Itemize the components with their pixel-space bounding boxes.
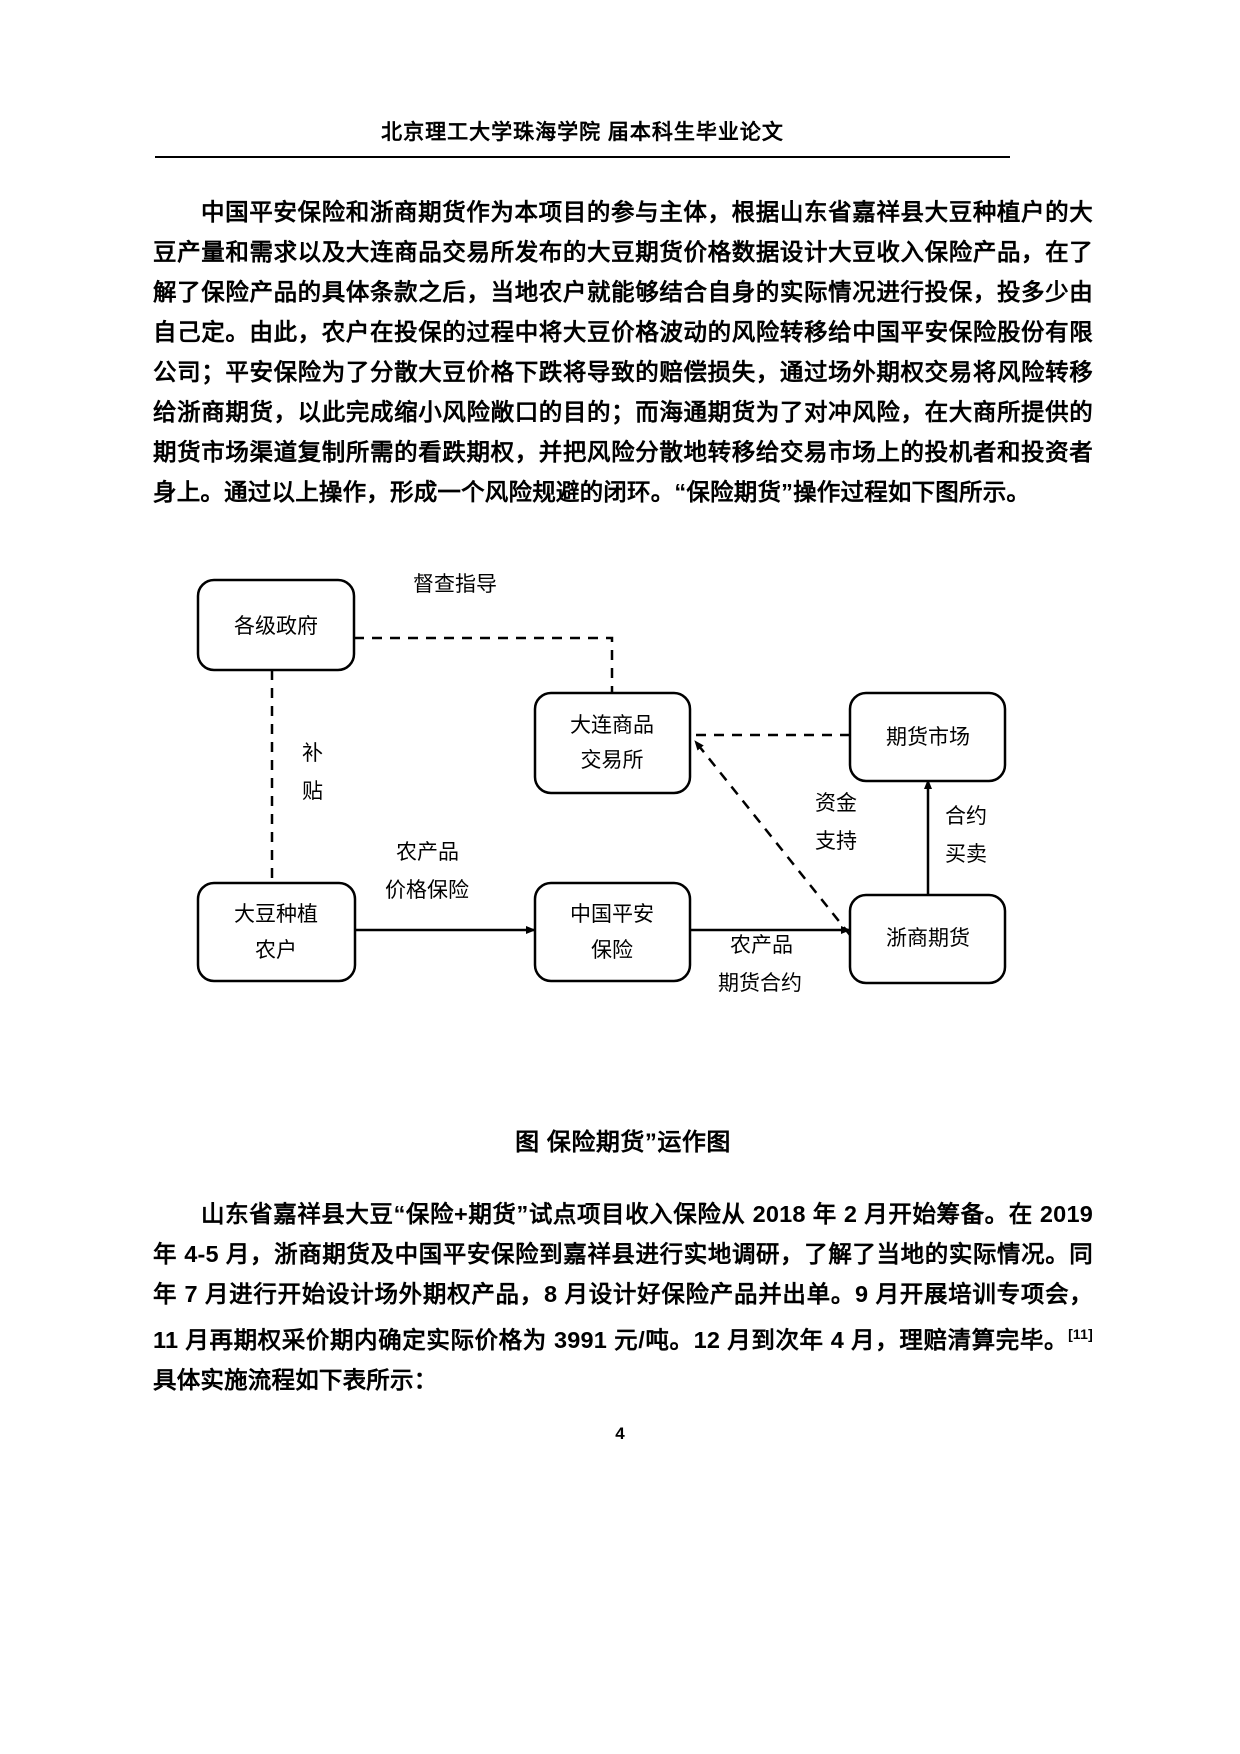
node-pingan-label-line2: 保险 [591, 939, 633, 962]
insurance-futures-flow-diagram: 各级政府 大连商品 交易所 期货市场 大豆种植 农户 中 [150, 545, 1095, 1045]
node-dce-label-line1: 大连商品 [570, 714, 654, 737]
node-dalian-commodity-exchange[interactable]: 大连商品 交易所 [533, 691, 692, 795]
body-paragraph-2-citation: [11] [1068, 1326, 1093, 1342]
edge-label-futures-contract-line2: 期货合约 [718, 972, 802, 995]
node-government[interactable]: 各级政府 [196, 578, 356, 672]
body-paragraph-2-part1: 山东省嘉祥县大豆“保险+期货”试点项目收入保险从 2018 年 2 月开始筹备。… [153, 1201, 1093, 1353]
node-soybean-farmers[interactable]: 大豆种植 农户 [196, 881, 357, 983]
edge-label-trade-line1: 合约 [945, 805, 987, 828]
edge-label-funding-line2: 支持 [815, 830, 857, 853]
node-pingan-insurance[interactable]: 中国平安 保险 [533, 881, 692, 983]
header-divider [155, 156, 1010, 159]
edge-label-trade-line2: 买卖 [945, 843, 987, 866]
node-government-label: 各级政府 [234, 615, 318, 638]
edge-label-price-insurance-line2: 价格保险 [385, 879, 469, 902]
edge-label-price-insurance-line1: 农产品 [396, 841, 459, 864]
header-title: 北京理工大学珠海学院 届本科生毕业论文 [381, 121, 784, 144]
edge-label-futures-contract-line1: 农产品 [730, 934, 793, 957]
edge-zheshang-to-dce [694, 740, 851, 936]
page-number: 4 [615, 1424, 625, 1443]
node-farmers-label-line1: 大豆种植 [234, 903, 318, 926]
body-paragraph-2: 山东省嘉祥县大豆“保险+期货”试点项目收入保险从 2018 年 2 月开始筹备。… [153, 1194, 1093, 1400]
figure-caption: 图 保险期货”运作图 [515, 1129, 731, 1156]
node-farmers-label-line2: 农户 [255, 939, 297, 962]
node-pingan-label-line1: 中国平安 [570, 903, 654, 926]
body-paragraph-1: 中国平安保险和浙商期货作为本项目的参与主体，根据山东省嘉祥县大豆种植户的大豆产量… [153, 199, 1093, 505]
node-dce-label-line2: 交易所 [581, 749, 644, 772]
node-zheshang-futures[interactable]: 浙商期货 [848, 893, 1007, 985]
edge-label-subsidy-line1: 补 [302, 742, 323, 765]
edge-label-funding-line1: 资金 [815, 792, 857, 815]
body-paragraph-2-part2: 具体实施流程如下表所示： [153, 1366, 438, 1393]
node-zheshang-label: 浙商期货 [886, 927, 970, 950]
edge-label-subsidy-line2: 贴 [302, 780, 323, 803]
edge-label-supervise: 督查指导 [413, 573, 497, 596]
edge-government-to-dce [354, 636, 614, 695]
node-futures-market-label: 期货市场 [886, 726, 970, 749]
node-futures-market[interactable]: 期货市场 [848, 691, 1007, 783]
page-header: 北京理工大学珠海学院 届本科生毕业论文 [155, 118, 1010, 159]
